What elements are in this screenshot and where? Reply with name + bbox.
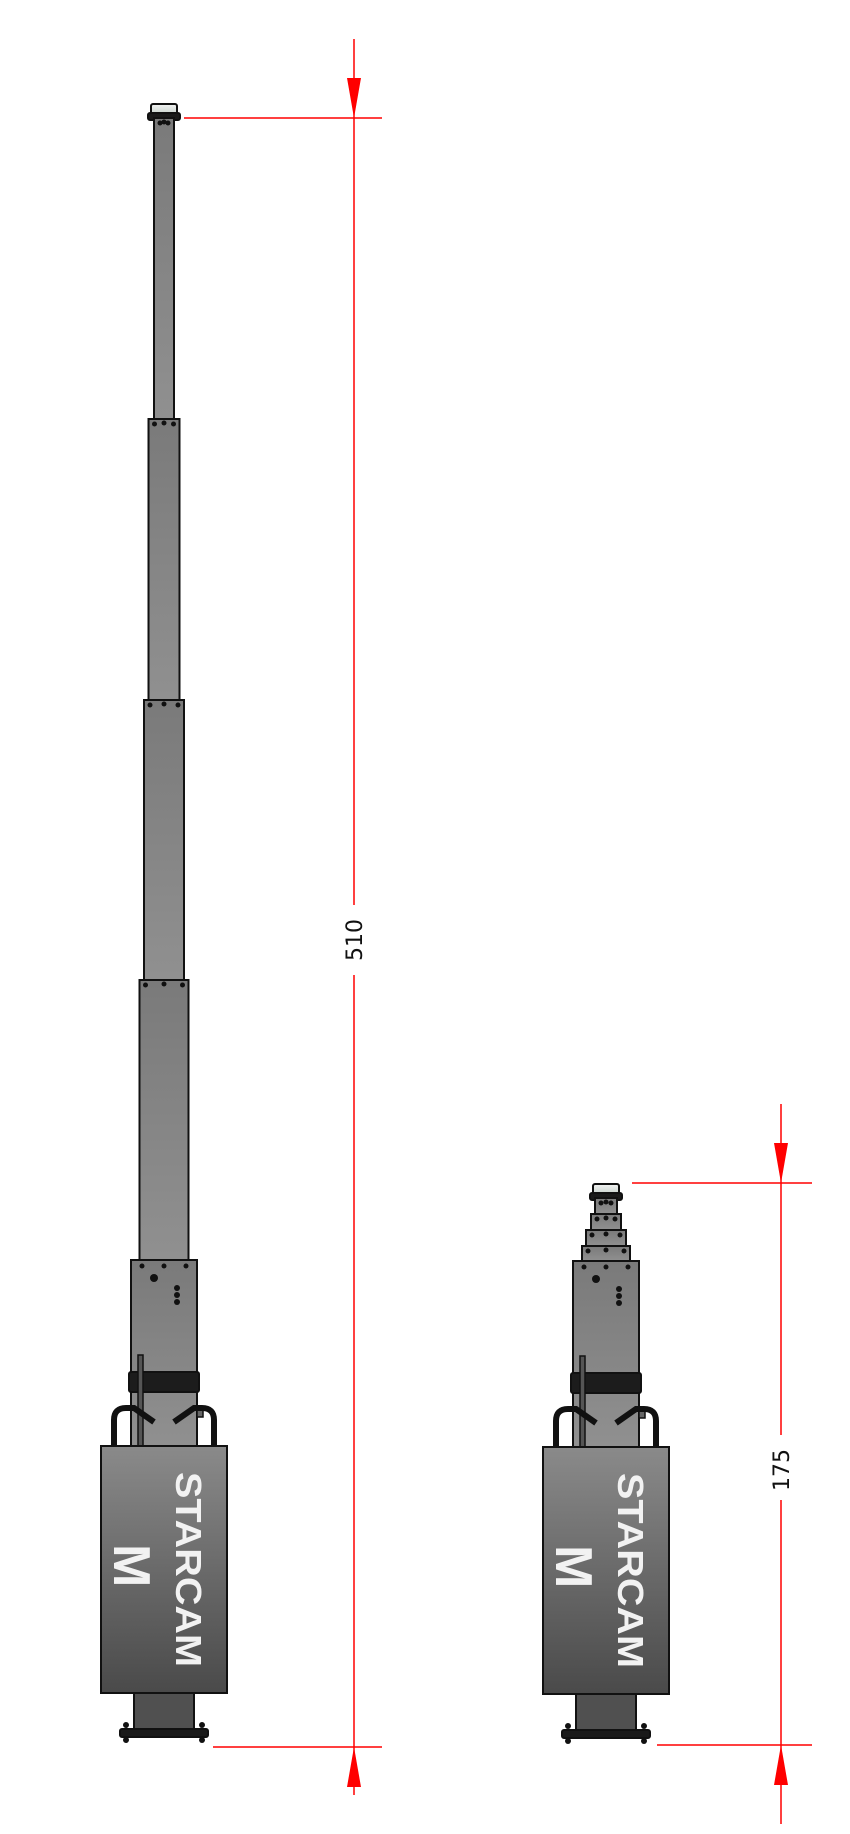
base-foot (119, 1728, 209, 1738)
gas-strut (137, 1354, 144, 1448)
bolt-hole (565, 1738, 571, 1744)
bolt-hole (641, 1723, 647, 1729)
bolt-hole (603, 1264, 609, 1270)
bolt-hole (617, 1232, 623, 1238)
bolt-hole (585, 1248, 591, 1254)
arrow-up-icon (774, 1745, 788, 1785)
dimension-extended (184, 39, 382, 1795)
bolt-hole (616, 1286, 622, 1292)
dimension-retracted (632, 1104, 812, 1824)
bolt-hole (616, 1293, 622, 1299)
bolt-hole (157, 120, 163, 126)
controller-box (542, 1446, 670, 1695)
bolt-hole (589, 1232, 595, 1238)
bolt-hole (612, 1216, 618, 1222)
bolt-hole (581, 1264, 587, 1270)
bolt-hole (147, 702, 153, 708)
mast-section (153, 117, 175, 420)
handle-right-icon (614, 1406, 659, 1521)
bolt-hole (592, 1275, 600, 1283)
bolt-hole (171, 421, 176, 427)
bolt-hole (152, 421, 157, 427)
bolt-hole (183, 1263, 189, 1269)
dimension-label: 510 (343, 919, 368, 961)
arrow-down-icon (774, 1143, 788, 1183)
model-text: M (544, 1545, 602, 1588)
logo-text: STARCAM (610, 1473, 651, 1668)
controller-box (100, 1445, 228, 1694)
base-foot (561, 1729, 651, 1739)
mast-section (147, 418, 181, 701)
bolt-hole (598, 1200, 604, 1206)
mast-section (138, 979, 190, 1261)
bolt-hole (603, 1199, 609, 1205)
bolt-hole (123, 1737, 129, 1743)
bolt-hole (608, 1200, 614, 1206)
clamp-band (570, 1372, 642, 1394)
bolt-hole (594, 1216, 600, 1222)
bolt-hole (603, 1231, 609, 1237)
logo-text: STARCAM (168, 1472, 209, 1667)
bolt-hole (174, 1292, 180, 1298)
mast-section (143, 699, 185, 981)
bolt-hole (123, 1722, 129, 1728)
model-text: M (102, 1544, 160, 1587)
bolt-hole (161, 420, 167, 426)
bolt-hole (616, 1300, 622, 1306)
handle-left-icon (111, 1405, 156, 1520)
handle-left-icon (553, 1406, 598, 1521)
bolt-hole (641, 1738, 647, 1744)
bolt-hole (174, 1299, 180, 1305)
bolt-hole (603, 1247, 609, 1253)
arrow-up-icon (347, 1747, 361, 1787)
arrow-down-icon (347, 78, 361, 118)
bolt-hole (180, 982, 185, 988)
bolt-hole (625, 1264, 631, 1270)
bolt-hole (174, 1285, 180, 1291)
bolt-hole (603, 1215, 609, 1221)
bolt-hole (175, 702, 181, 708)
bolt-hole (161, 701, 167, 707)
dimension-label: 175 (770, 1449, 795, 1491)
bolt-hole (139, 1263, 145, 1269)
bolt-hole (143, 982, 148, 988)
handle-right-icon (172, 1405, 217, 1520)
bolt-hole (161, 119, 167, 125)
bolt-hole (161, 1263, 167, 1269)
bolt-hole (199, 1722, 205, 1728)
bolt-hole (165, 120, 171, 126)
bolt-hole (565, 1723, 571, 1729)
clamp-band (128, 1371, 200, 1393)
bolt-hole (621, 1248, 627, 1254)
bolt-hole (161, 981, 167, 987)
bolt-hole (199, 1737, 205, 1743)
gas-strut (579, 1355, 586, 1449)
bolt-hole (150, 1274, 158, 1282)
